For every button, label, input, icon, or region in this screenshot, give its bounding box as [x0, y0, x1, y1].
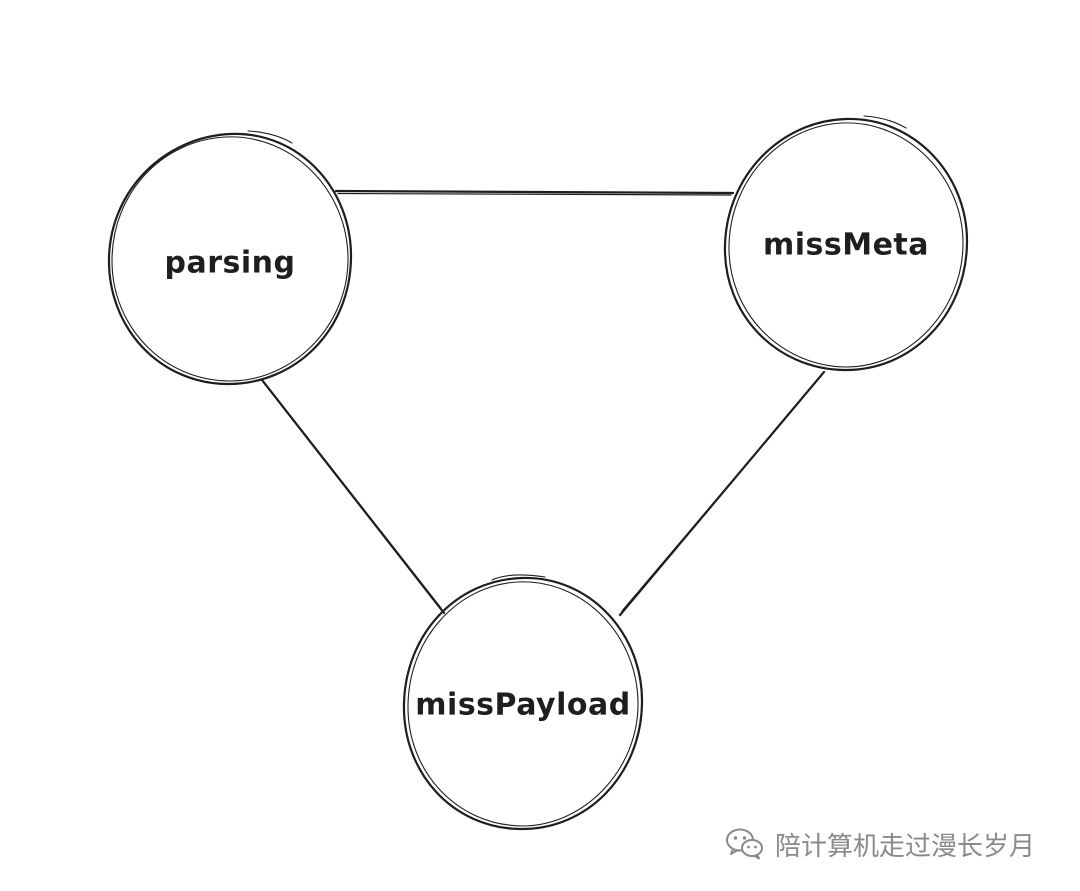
wechat-icon: [725, 827, 765, 861]
edge-missMeta-missPayload: [618, 370, 826, 617]
node-label-missMeta: missMeta: [763, 228, 929, 263]
node-parsing[interactable]: parsing: [107, 130, 353, 386]
node-label-parsing: parsing: [165, 246, 296, 281]
edge-parsing-missMeta: [334, 189, 735, 196]
watermark: 陪计算机走过漫长岁月: [725, 822, 1035, 866]
node-label-missPayload: missPayload: [415, 688, 630, 723]
node-missMeta[interactable]: missMeta: [723, 115, 969, 372]
watermark-text: 陪计算机走过漫长岁月: [775, 831, 1036, 862]
edge-parsing-missPayload: [260, 378, 446, 615]
node-missPayload[interactable]: missPayload: [402, 574, 644, 831]
